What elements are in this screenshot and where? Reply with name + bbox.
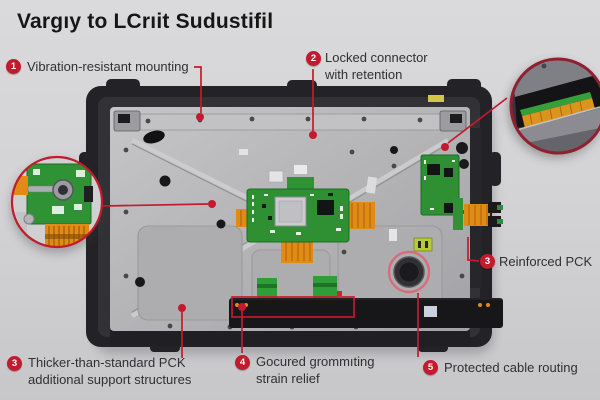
callout-lines: [102, 66, 508, 358]
inset-connector-closeup: [508, 57, 600, 158]
inverter-bar: [229, 276, 503, 328]
smd-component: [413, 237, 433, 252]
highlight-ring: [387, 250, 431, 294]
callout-label-line: with retention: [325, 66, 403, 82]
flex-cable-right: [347, 202, 375, 229]
corner-brackets: [113, 110, 467, 132]
callout-label: Thicker-than-standard PCK additional sup…: [28, 355, 191, 388]
callout-label: Locked connector with retention: [325, 50, 428, 83]
callout-number-badge: 5: [423, 360, 438, 375]
main-pcb-assembly: [236, 170, 375, 263]
right-pcb-assembly: [413, 142, 503, 252]
callout-label-line: Gocured grommıting: [256, 354, 375, 369]
callout-label-line: strain relief: [256, 370, 320, 386]
callout-number-badge: 2: [306, 51, 321, 66]
speaker-port: [393, 256, 425, 288]
callout-dots: [178, 113, 449, 312]
callout-label-line: additional support structures: [28, 371, 192, 387]
inset-pcb-closeup: [10, 155, 104, 253]
callout-label-line: Thicker-than-standard PCK: [28, 355, 186, 370]
callout-label: Protected cable routing: [444, 360, 578, 375]
callout-label: Vibration-resistant mounting: [27, 59, 189, 74]
stickers: [239, 95, 444, 241]
callout-number-badge: 4: [235, 355, 250, 370]
callout-label: Gocured grommıting strain relief: [256, 354, 375, 387]
flex-cable-edge: [464, 204, 490, 226]
callout-label-line: Locked connector: [325, 50, 428, 65]
cable-blob: [143, 130, 165, 144]
callout-number-badge: 1: [6, 59, 21, 74]
connector-flex-closeup: [522, 98, 595, 128]
callout-label: Reinforced PCK: [499, 254, 593, 269]
callout-number-badge: 3: [480, 254, 495, 269]
page-title: Vargıy to LCrıit Sudustifil: [17, 10, 274, 33]
pcb-edge-closeup: [520, 92, 592, 116]
callout-number-badge: 3: [7, 356, 22, 371]
ic-chip: [317, 200, 334, 215]
